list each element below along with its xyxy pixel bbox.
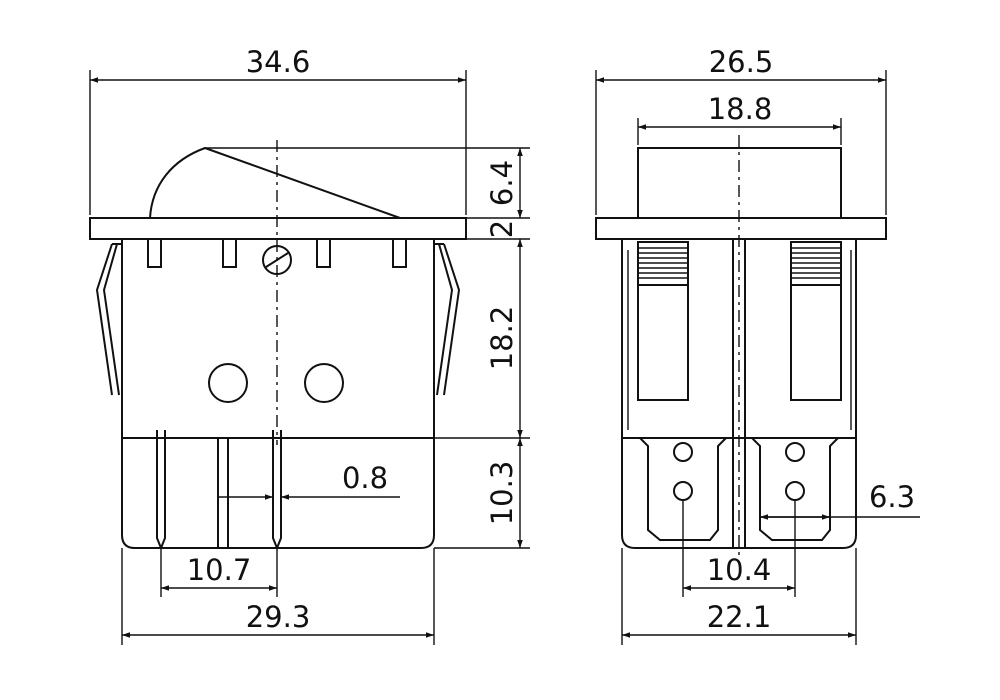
front-body xyxy=(121,238,435,439)
right-snap-clip xyxy=(434,243,461,396)
quick-connect-terminal xyxy=(639,437,727,541)
terminal-pin xyxy=(156,430,166,551)
dim-flange-thickness: 2 xyxy=(485,220,519,238)
contact-spring xyxy=(637,241,689,401)
dim-rocker-width: 18.8 xyxy=(708,92,773,126)
contact-tab xyxy=(147,238,162,268)
contact-spring xyxy=(790,241,842,401)
dim-terminal-length: 10.3 xyxy=(485,461,519,526)
mounting-hole xyxy=(304,363,344,403)
dim-overall-width-side: 26.5 xyxy=(709,45,774,79)
dim-terminal-spacing-side: 10.4 xyxy=(707,553,772,587)
contact-tab xyxy=(316,238,331,268)
dim-terminal-width: 6.3 xyxy=(869,480,915,514)
contact-tab xyxy=(222,238,237,268)
mounting-hole xyxy=(208,363,248,403)
side-flange xyxy=(595,217,887,240)
dim-rocker-height: 6.4 xyxy=(485,160,519,206)
left-snap-clip xyxy=(95,243,122,396)
front-view: 34.6 6.4 2 18.2 10.3 0.8 10.7 29.3 xyxy=(89,45,530,645)
front-flange xyxy=(89,217,467,240)
dim-overall-width-front: 34.6 xyxy=(246,45,311,79)
quick-connect-terminal xyxy=(751,437,839,541)
drawing-background xyxy=(63,25,938,678)
terminal-pin xyxy=(272,430,282,551)
dim-body-height: 18.2 xyxy=(485,306,519,371)
dim-body-width-side: 22.1 xyxy=(707,600,772,634)
rocker-cap xyxy=(149,146,401,219)
contact-tab xyxy=(392,238,407,268)
dim-body-width-front: 29.3 xyxy=(246,600,311,634)
dim-terminal-thickness: 0.8 xyxy=(342,461,388,495)
side-body xyxy=(621,239,857,549)
side-rocker xyxy=(637,147,842,219)
dim-terminal-spacing-front: 10.7 xyxy=(187,553,252,587)
side-view: 26.5 18.8 6.3 10.4 22.1 xyxy=(595,45,920,645)
